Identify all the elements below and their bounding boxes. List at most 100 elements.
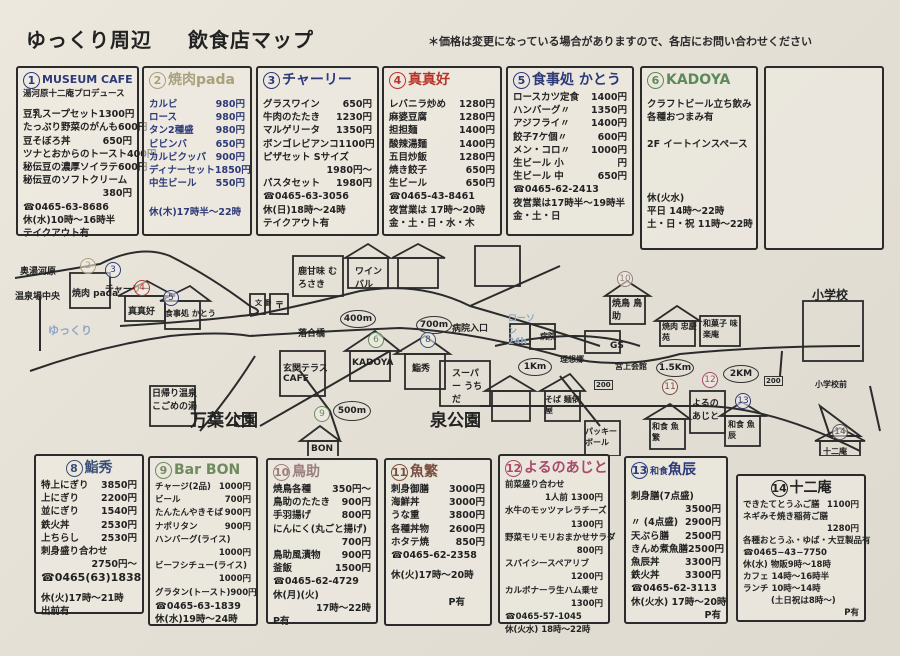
menu-item-name: ビール	[155, 495, 181, 506]
shop-phone: ☎0465-63-3056	[263, 191, 349, 203]
menu-price-cont: 380円	[102, 188, 132, 200]
menu-item: チャージ(2品)1000円	[155, 481, 251, 494]
menu-list-2: 水牛のモッツァレラチーズ	[505, 505, 607, 518]
menu-item-price: 650円	[215, 138, 245, 150]
menu-item-price: 3300円	[685, 557, 721, 569]
map-pin-10: 10	[617, 271, 633, 287]
shop-note: テイクアウト有	[263, 217, 330, 229]
map-label-izumi-park: 泉公園	[430, 411, 481, 431]
menu-item-name: 担担麺	[389, 125, 418, 137]
map-label-sushi: 鮨秀	[412, 364, 431, 374]
shop-hours: 夜営業は17時半〜19時半	[513, 197, 625, 209]
shop-phone: ☎0465(63)1838	[41, 571, 142, 585]
map-label-uotatsu: 和食 魚辰	[728, 420, 755, 440]
shop-phone: ☎0465-62-4729	[273, 576, 359, 588]
bus-stop-miyakami: 宮上会館	[615, 362, 647, 371]
menu-item-name: 刺身膳(7点盛)	[631, 491, 694, 502]
shop-line: クラフトビール立ち飲み	[647, 99, 752, 110]
map-label-shinshinko: 真真好	[128, 307, 156, 317]
bus-stop-hospital: 病院入口	[452, 324, 489, 334]
menu-item-name: チャージ(2品)	[155, 482, 211, 492]
shop-hours: 休(火水)	[647, 192, 685, 204]
menu-item: ピザセット Sサイズ	[263, 151, 372, 164]
map-label-yukkuri: ゆっくり	[48, 324, 92, 337]
map-label-wagashi: 和菓子 味楽庵	[703, 319, 738, 339]
menu-item: にんにく(丸ごと揚げ)	[273, 523, 371, 536]
menu-item-name: 秘伝豆の濃厚ソイラテ	[23, 162, 119, 174]
menu-item-name: 酸辣湯麺	[389, 138, 428, 150]
bus-stop-school: 小学校前	[815, 380, 847, 389]
menu-item-name: アジフライ〃	[513, 118, 570, 130]
menu-item: 刺身膳(7点盛)	[631, 490, 721, 503]
menu-item-name: 上ちらし	[41, 532, 80, 544]
shop-name: 十二庵	[789, 480, 832, 496]
shop-name: 焼肉pada	[168, 72, 235, 88]
menu-item-name: カルビ	[149, 99, 178, 110]
menu-item-name: ハンバーグ(ライス)	[155, 534, 231, 545]
menu-item-name: 特上にぎり	[41, 480, 89, 491]
menu-list-3: 野菜モリモリおまかせサラダ	[505, 532, 616, 545]
menu-price-cont: 1280円	[826, 524, 859, 534]
shop-hours: 休(木)17時半〜22時	[149, 207, 242, 219]
shop-hours: 休(日)18時〜24時	[263, 204, 346, 216]
menu-item-name: レバニラ炒め	[389, 99, 447, 110]
menu-item-name: メン・コロ〃	[513, 144, 571, 156]
menu-item-price: 1400円	[591, 118, 627, 130]
menu-item-price: 600円	[118, 162, 148, 174]
menu-item-name: 生ビール	[389, 178, 428, 190]
map-label-school: 小学校	[812, 288, 849, 302]
menu-item-price: 1280円	[459, 99, 495, 110]
map-pin-12: 12	[702, 372, 718, 388]
shop-note: 出前有	[41, 605, 70, 617]
shop-number-badge: 2	[149, 71, 166, 89]
map-label-soba: そば 麺俵屋	[545, 395, 580, 415]
menu-list-4: スパイシースペアリブ	[505, 558, 603, 571]
menu-item: メン・コロ〃1000円	[513, 144, 627, 157]
menu-item-name: 焼鳥各種	[273, 484, 312, 495]
map-label-charley: チャーリー	[105, 285, 150, 295]
menu-item-name: できたてとうふご膳	[743, 500, 820, 510]
shop-name: 鮨秀	[84, 460, 113, 476]
menu-item-price: 900円	[224, 521, 251, 532]
menu-item: ハンバーグ(ライス)	[155, 534, 251, 547]
menu-item-name: ピザセット Sサイズ	[263, 151, 349, 163]
menu-item-name: 魚辰丼	[631, 557, 660, 569]
menu-item-name: カルビクッパ	[149, 151, 207, 163]
shop-note: P有	[844, 608, 859, 618]
shop-hours: 休(火水) 17時〜20時	[631, 596, 727, 608]
shop-line: 各種おつまみ有	[647, 112, 714, 124]
menu-item: 秘伝豆のソフトクリーム	[23, 174, 132, 187]
menu-item-price: 600円	[118, 122, 148, 134]
map-pin-2: 2	[80, 258, 96, 274]
menu-item-name: マルゲリータ	[263, 125, 321, 137]
menu-item: 生ビール 小円	[513, 157, 627, 170]
shop-name: 魚辰	[668, 462, 697, 478]
menu-item-price: 400円	[127, 148, 156, 161]
distance-1-5km: 1.5Km	[656, 359, 694, 377]
shop-phone: ☎0465-62-2413	[513, 184, 599, 196]
menu-item-price: 3300円	[685, 570, 721, 582]
menu-item-name: 鳥助風漬物	[273, 550, 321, 562]
shop-line: 各種おとうふ・ゆば・大豆製品有	[743, 536, 871, 546]
shop-hours: 休(月)(火)	[273, 589, 319, 601]
menu-item-name: 野菜モリモリおまかせサラダ	[505, 532, 616, 543]
menu-item-price: 2200円	[101, 493, 137, 505]
menu-item-price: 1540円	[101, 506, 137, 518]
menu-item-name: 秘伝豆のソフトクリーム	[23, 175, 128, 187]
map-label-kogome-onsen: 日帰り温泉 こごめの湯	[152, 389, 198, 412]
menu-price-cont: 1000円	[218, 548, 251, 559]
